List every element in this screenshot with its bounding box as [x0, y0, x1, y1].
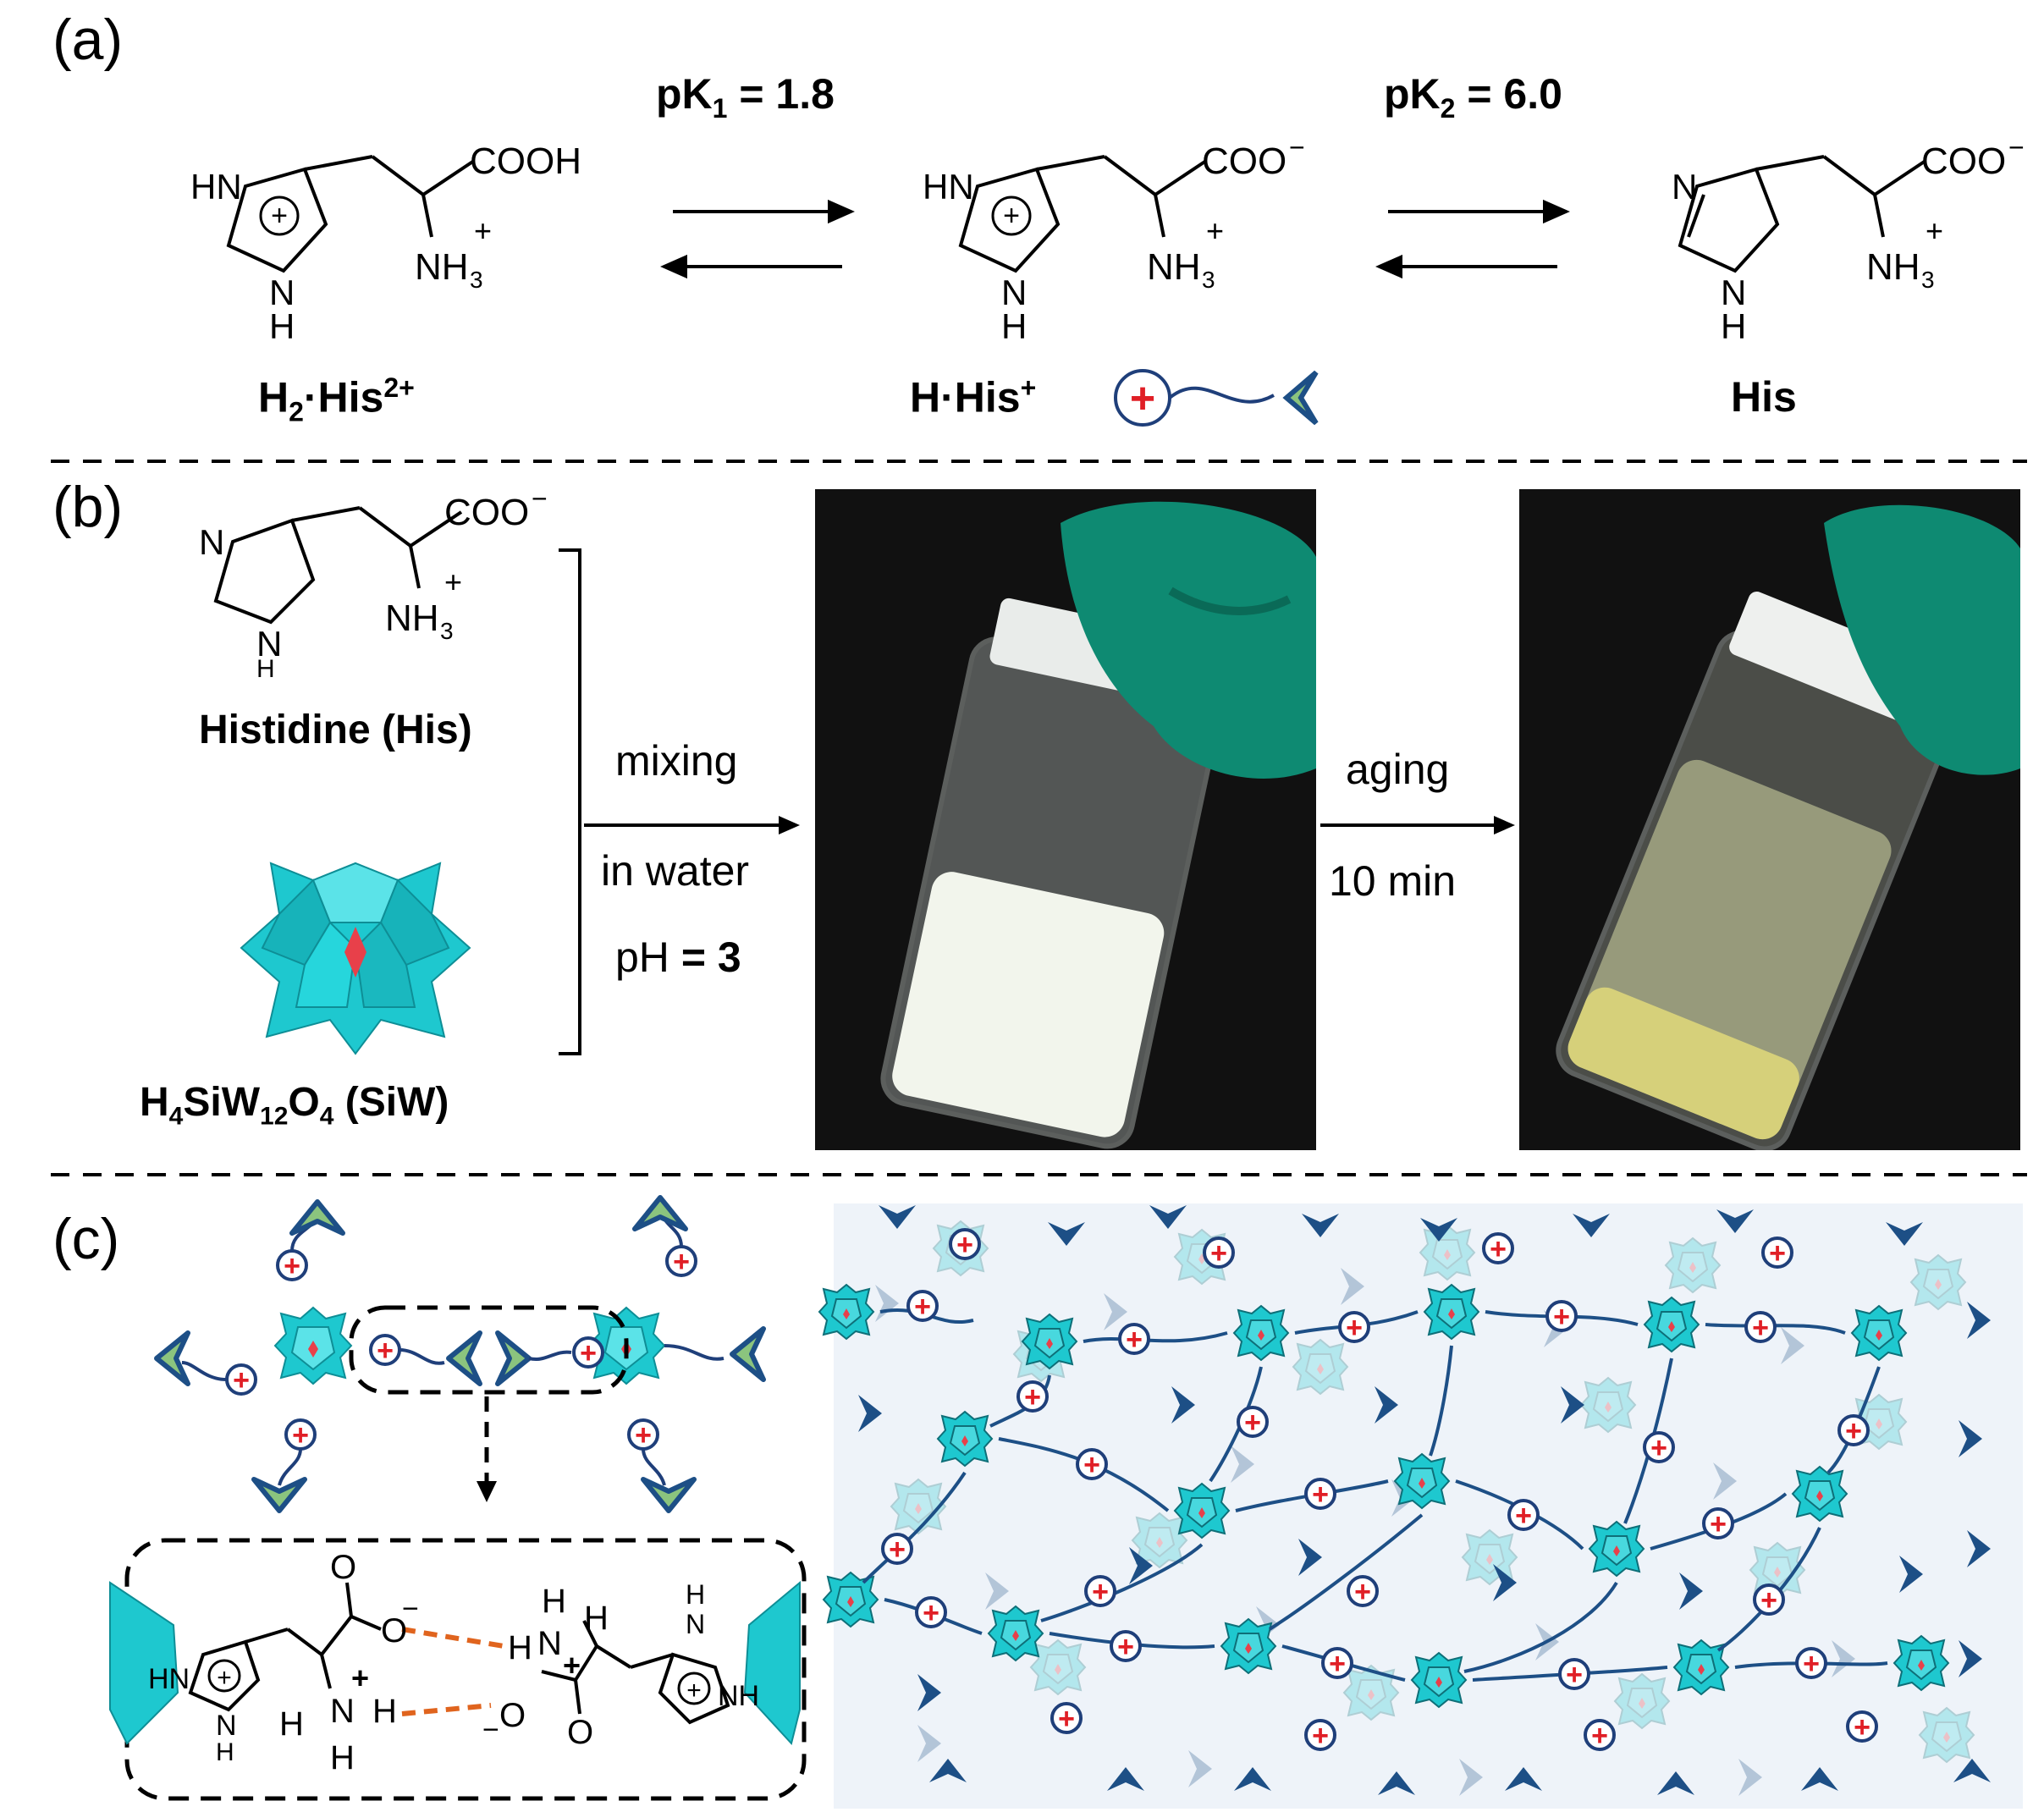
svg-text:−: − — [482, 1714, 499, 1746]
his-structure: N N H COO − NH 3 + — [1672, 135, 2025, 339]
assembly-schematic — [157, 1198, 763, 1511]
siw-keggin-icon — [240, 862, 471, 1055]
histidine-caption: Histidine (His) — [199, 708, 472, 752]
hbond-detail: + + O O − HN N H N + H H H H N + H H O −… — [109, 1538, 807, 1801]
pk2-label: pK2 = 6.0 — [1384, 70, 1562, 124]
svg-text:COO: COO — [1202, 140, 1286, 182]
photo-suspension — [815, 489, 1316, 1150]
svg-text:+: + — [444, 565, 462, 599]
svg-text:−: − — [1289, 135, 1305, 162]
cationic-his-icon: + — [1114, 369, 1319, 427]
svg-text:H: H — [372, 1693, 397, 1730]
svg-text:H: H — [216, 1738, 234, 1766]
equilibrium-arrows — [660, 199, 1570, 279]
svg-text:−: − — [532, 483, 548, 514]
svg-text:H: H — [508, 1629, 532, 1666]
svg-text:3: 3 — [1921, 267, 1935, 293]
svg-text:+: + — [271, 200, 288, 232]
svg-text:3: 3 — [1202, 267, 1215, 293]
h2his-structure: + HN N H COOH NH 3 + — [190, 140, 581, 339]
svg-text:+: + — [474, 213, 492, 248]
in-water-label: in water — [601, 847, 750, 895]
ring-hn-label: HN — [190, 167, 242, 207]
svg-text:N: N — [1001, 273, 1027, 312]
svg-text:COO: COO — [444, 492, 529, 533]
aging-time-label: 10 min — [1329, 857, 1457, 905]
h2his-name: H2·His2+ — [258, 372, 415, 427]
hhis-structure: + HN N H COO − NH 3 + — [923, 135, 1305, 339]
svg-text:N: N — [256, 624, 282, 664]
svg-text:H: H — [686, 1579, 705, 1610]
ph-label: pH = 3 — [615, 934, 741, 981]
svg-text:H: H — [330, 1739, 355, 1776]
panel-b-label: (b) — [52, 475, 124, 539]
ring-n-label: N — [269, 273, 295, 312]
svg-text:−: − — [2008, 135, 2025, 162]
photo-aged — [1519, 489, 2020, 1150]
svg-text:HN: HN — [923, 167, 974, 207]
svg-text:H: H — [542, 1583, 566, 1620]
siw-caption: H4SiW12O4 (SiW) — [140, 1080, 449, 1131]
svg-text:O: O — [567, 1714, 593, 1751]
network-render — [818, 1203, 2023, 1809]
svg-text:3: 3 — [440, 618, 454, 644]
svg-text:+: + — [1926, 213, 1943, 248]
svg-text:NH: NH — [718, 1680, 759, 1712]
aging-label: aging — [1346, 746, 1450, 793]
svg-text:+: + — [1206, 213, 1224, 248]
svg-text:+: + — [217, 1664, 232, 1692]
svg-text:+: + — [1003, 200, 1020, 232]
svg-text:O: O — [499, 1697, 526, 1734]
svg-text:O: O — [330, 1549, 356, 1586]
svg-text:N: N — [537, 1625, 562, 1662]
pk1-label: pK1 = 1.8 — [656, 70, 835, 124]
svg-text:+: + — [686, 1677, 702, 1705]
svg-text:N: N — [1721, 273, 1746, 312]
nh3-label: NH — [415, 246, 469, 288]
svg-text:N: N — [1672, 167, 1697, 207]
svg-text:+: + — [351, 1661, 369, 1695]
mixing-label: mixing — [615, 737, 738, 785]
svg-text:HN: HN — [148, 1663, 190, 1695]
svg-text:NH: NH — [385, 598, 439, 639]
panel-a-label: (a) — [52, 8, 124, 72]
svg-text:−: − — [402, 1593, 419, 1625]
svg-text:COO: COO — [1921, 140, 2006, 182]
svg-text:NH: NH — [1866, 246, 1920, 288]
panel-c-graphics: + — [109, 1185, 2023, 1809]
hhis-name: H·His+ — [910, 372, 1037, 421]
svg-text:H: H — [584, 1600, 609, 1637]
svg-text:H: H — [1721, 306, 1746, 339]
svg-text:H: H — [256, 655, 275, 677]
histidine-structure: N N H COO − NH 3 + — [199, 483, 548, 677]
svg-text:O: O — [381, 1612, 407, 1650]
his-name: His — [1731, 373, 1797, 421]
svg-text:N: N — [199, 522, 224, 562]
svg-text:H: H — [279, 1705, 304, 1743]
cooh-label: COOH — [470, 140, 581, 182]
svg-text:NH: NH — [1147, 246, 1201, 288]
svg-text:N: N — [330, 1693, 355, 1730]
svg-text:3: 3 — [470, 267, 483, 293]
svg-text:H: H — [1001, 306, 1027, 339]
ring-h-label: H — [269, 306, 295, 339]
svg-text:N: N — [216, 1710, 237, 1742]
svg-text:+: + — [563, 1648, 581, 1683]
panel-c-label: (c) — [52, 1207, 120, 1271]
svg-text:+: + — [1130, 374, 1155, 423]
svg-text:N: N — [686, 1609, 705, 1639]
